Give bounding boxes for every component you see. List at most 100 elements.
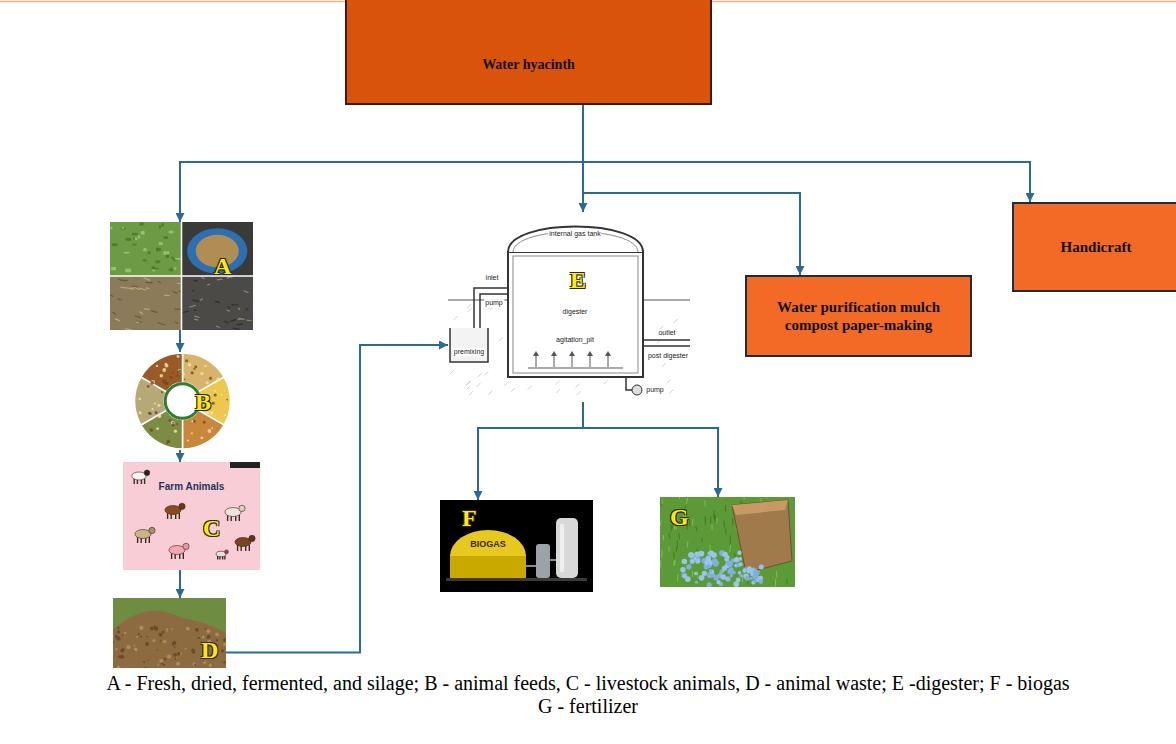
fertilizer-picture-art-part (747, 566, 752, 571)
feed-wheel-art (115, 352, 250, 450)
fertilizer-picture-art-part (739, 562, 743, 566)
fodder-photo-art-part (125, 329, 132, 330)
manure-picture-art-part (176, 662, 180, 666)
feed-wheel-art-part (155, 411, 158, 414)
fodder-photo-art-part (118, 299, 123, 300)
fertilizer-picture-art-part (723, 521, 725, 528)
manure-picture-art-part (164, 658, 167, 661)
fodder-photo-art-part (143, 249, 145, 251)
fodder-photo-art-part (189, 305, 195, 307)
feed-wheel-art-part (154, 403, 156, 405)
fertilizer-picture-art-part (677, 574, 679, 581)
digester-schematic-art-part (643, 345, 690, 347)
fodder-photo-art-part (243, 291, 248, 293)
fodder-photo-art-part (192, 300, 199, 302)
manure-picture-art-part (115, 635, 119, 639)
manure-picture-art-part (192, 662, 195, 665)
fodder-photo-art-part (200, 299, 203, 301)
fodder-photo-art-part (230, 319, 236, 321)
fertilizer-picture-art-part (679, 497, 680, 499)
feed-wheel-art-part (149, 412, 152, 415)
flow-arrow (583, 402, 718, 497)
fodder-photo: A (110, 222, 253, 330)
fodder-photo-art-part (141, 231, 145, 234)
fodder-photo-art-part (152, 269, 154, 271)
fertilizer-picture-art-part (680, 567, 685, 572)
fodder-photo-art-part (216, 326, 220, 328)
livestock-picture-art-part (225, 550, 229, 554)
feed-wheel-art-part (212, 402, 215, 405)
fodder-photo-art-part (194, 319, 198, 320)
feed-wheel-art-part (178, 369, 182, 373)
manure-picture-art-part (221, 649, 224, 652)
digester-schematic-art-part (511, 388, 515, 392)
fertilizer-picture-art-part (687, 541, 689, 547)
fertilizer-picture-art-part (661, 500, 663, 504)
fodder-photo-art-part (132, 233, 138, 235)
feed-wheel-art-part (191, 432, 193, 434)
fertilizer-picture-art-part (720, 574, 725, 579)
fertilizer-picture-art-part (695, 551, 700, 556)
fodder-photo-art-part (110, 275, 253, 277)
fertilizer-picture-art-part (754, 575, 758, 579)
fertilizer-picture-art-part (712, 558, 718, 564)
manure-picture-art-part (209, 664, 212, 667)
use-box: Water purification mulch compost paper-m… (745, 275, 972, 357)
manure-picture-art-part (163, 664, 165, 666)
part-label: pump (645, 386, 665, 394)
feed-wheel-art-part (176, 374, 178, 376)
digester-schematic-art-part (467, 385, 471, 389)
livestock-picture-art-part (144, 478, 145, 484)
digester-schematic-art-part (468, 308, 472, 312)
feed-wheel-art-part (157, 414, 161, 418)
feed-wheel-art-part (150, 428, 154, 432)
manure-picture-art-part (175, 658, 177, 660)
manure-picture-art-part (136, 636, 138, 638)
fertilizer-picture-art-part (668, 533, 670, 538)
digester-schematic-art-part (528, 386, 532, 390)
fertilizer-picture-art-part (776, 571, 777, 578)
feed-wheel-art-part (151, 408, 153, 410)
fertilizer-picture-art-part (673, 553, 674, 559)
digester-schematic-art-part (467, 381, 471, 385)
fodder-photo-art-part (132, 244, 136, 246)
manure-picture-art-part (162, 631, 165, 634)
manure-picture-art-part (185, 648, 187, 650)
fertilizer-picture-art-part (786, 579, 787, 584)
callout-letter: D (201, 638, 218, 662)
manure-picture-art-part (154, 626, 158, 630)
fertilizer-picture-art-part (707, 564, 711, 568)
feed-wheel-art-part (209, 377, 212, 380)
fodder-photo-art-part (164, 295, 170, 297)
flow-arrow (583, 105, 1030, 202)
part-label: premixing (453, 348, 485, 356)
fodder-photo-art-part (144, 248, 147, 251)
fodder-photo-art-part (115, 319, 120, 321)
feed-wheel-art-part (208, 429, 212, 433)
fodder-photo-art-part (146, 282, 153, 284)
fodder-photo-art-part (133, 238, 138, 240)
digester-schematic-art-part (508, 252, 643, 377)
digester-schematic-art-part (662, 363, 666, 367)
manure-picture-art-part (166, 628, 168, 630)
manure-picture-art-part (113, 598, 226, 668)
feed-wheel-art-part (156, 365, 158, 367)
fertilizer-picture-art-part (677, 541, 678, 549)
fodder-photo-art-part (128, 288, 134, 289)
flow-arrow (180, 105, 583, 222)
manure-picture-art-part (173, 653, 177, 657)
fodder-photo-art-part (126, 238, 131, 241)
fodder-photo-art-part (159, 225, 161, 228)
digester-schematic-art-part (450, 328, 488, 362)
feed-wheel-art-part (169, 419, 172, 422)
digester-schematic-art-part (604, 380, 608, 384)
fertilizer-picture-art-part (713, 575, 718, 580)
fodder-photo-art-part (138, 236, 140, 239)
fodder-photo-art-part (144, 308, 149, 310)
fodder-photo-art-part (183, 311, 188, 312)
manure-picture-art-part (113, 635, 114, 637)
digester-schematic-art-part (499, 337, 503, 341)
callout-letter: C (203, 516, 220, 540)
fodder-photo-art-part (155, 260, 160, 263)
